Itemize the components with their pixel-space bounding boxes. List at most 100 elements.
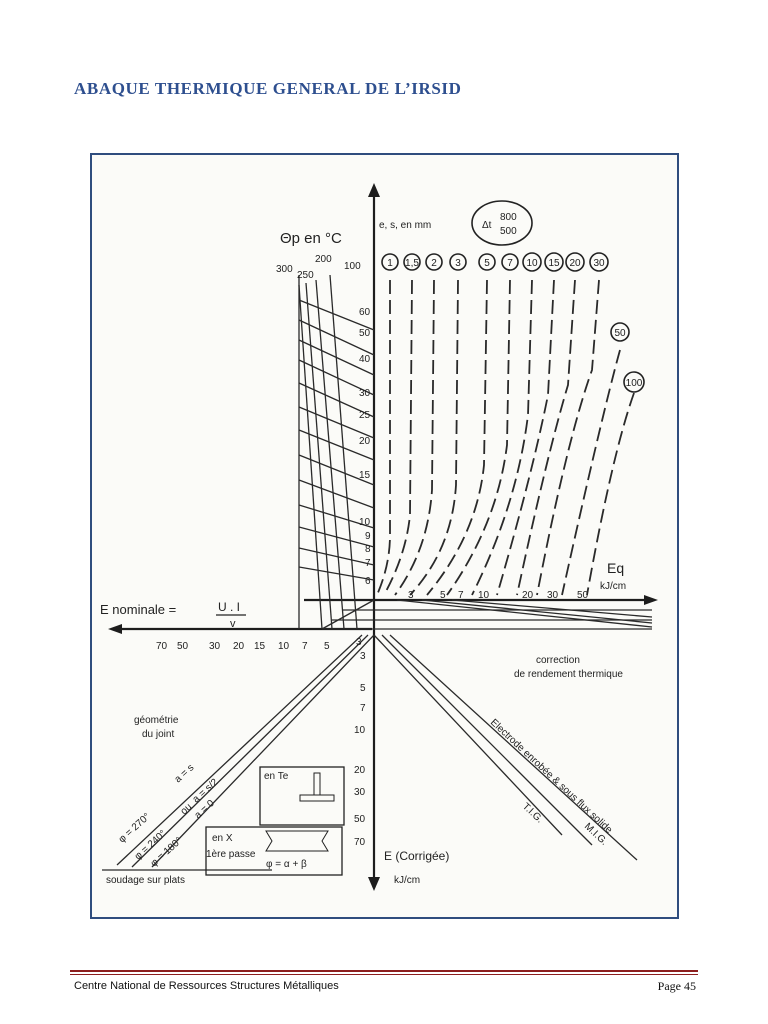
footer-rule-thin <box>70 974 698 975</box>
en-x-inset <box>205 826 343 876</box>
efficiency-band <box>321 599 653 630</box>
ecorr-tick: 20 <box>354 765 366 776</box>
axis-arrow-top <box>368 183 380 197</box>
thickness-circle-50 <box>610 322 630 342</box>
thickness-tick: 6 <box>365 576 371 587</box>
top-circles: 1 1,5 2 3 5 7 10 15 20 30 50 100 <box>381 252 645 393</box>
thickness-circle-label: 10 <box>526 258 538 269</box>
thickness-circle-label: 7 <box>507 258 513 269</box>
thickness-circle-9 <box>565 252 585 272</box>
geometry-line2: du joint <box>142 729 174 740</box>
thickness-tick: 40 <box>359 354 371 365</box>
theta-tick: 100 <box>344 261 361 272</box>
footer-organization: Centre National de Ressources Structures… <box>74 980 339 992</box>
thickness-circle-label: 2 <box>431 258 437 269</box>
thickness-circle-6 <box>501 253 519 271</box>
eq-unit: kJ/cm <box>600 581 626 592</box>
thickness-tick: 30 <box>359 388 371 399</box>
left-tick: 7 <box>302 641 308 652</box>
ecorr-tick: 30 <box>354 787 366 798</box>
delta-t-bottom: 500 <box>500 226 517 237</box>
left-ticks: 70 50 30 20 15 10 7 5 3 <box>156 637 362 652</box>
axis-arrow-bottom <box>368 877 380 891</box>
ecorr-unit: kJ/cm <box>394 875 420 886</box>
eq-label: Eq <box>607 560 624 576</box>
thickness-circle-label: 15 <box>548 258 560 269</box>
thickness-circle-label: 1 <box>387 258 393 269</box>
thickness-circle-label: 3 <box>455 258 461 269</box>
ecorr-tick: 3 <box>360 651 366 662</box>
eq-tick: 50 <box>577 590 589 601</box>
geometry-line1: géométrie <box>134 715 179 726</box>
left-tick: 50 <box>177 641 189 652</box>
footer-rule <box>70 970 698 972</box>
thickness-tick: 20 <box>359 436 371 447</box>
thickness-circle-1 <box>381 253 399 271</box>
enominale-label: E nominale = <box>100 602 176 617</box>
thickness-ticks: 60 50 40 30 25 20 15 10 9 8 7 6 <box>359 307 371 587</box>
thickness-circle-label: 5 <box>484 258 490 269</box>
ecorr-label: E (Corrigée) <box>384 849 449 863</box>
correction-line2: de rendement thermique <box>514 669 623 680</box>
thickness-tick: 9 <box>365 531 371 542</box>
thickness-circle-label: 100 <box>626 378 643 389</box>
en-x-pass-label: 1ère passe <box>206 849 256 860</box>
delta-t-circle <box>471 200 533 246</box>
te-joint-plate <box>299 794 335 802</box>
abaque-chart: Δt 800 500 1 1,5 2 3 5 7 10 15 20 30 50 … <box>100 183 658 891</box>
axis-arrow-right <box>644 595 658 605</box>
thickness-tick: 7 <box>365 558 371 569</box>
en-x-label: en X <box>212 833 233 844</box>
ecorr-tick: 50 <box>354 814 366 825</box>
thickness-circle-label: 30 <box>593 258 605 269</box>
axis-arrow-left <box>108 624 122 634</box>
left-tick: 5 <box>324 641 330 652</box>
thickness-circle-100 <box>623 371 645 393</box>
eq-tick: 7 <box>458 590 464 601</box>
en-te-inset <box>259 766 345 826</box>
process-tig-label: T.I.G. <box>520 801 545 825</box>
eq-ticks: 3 5 7 10 20 30 50 <box>408 590 589 601</box>
enominale-numerator: U . I <box>218 600 240 614</box>
thickness-circle-2 <box>403 253 421 271</box>
thickness-circle-7 <box>522 252 542 272</box>
ecorr-ticks: 3 5 7 10 20 30 50 70 <box>354 651 366 848</box>
delta-t-top: 800 <box>500 212 517 223</box>
left-tick: 15 <box>254 641 266 652</box>
enominale-denominator: v <box>230 618 236 630</box>
thickness-tick: 15 <box>359 470 371 481</box>
en-x-formula: φ = α + β <box>266 859 307 870</box>
left-tick: 70 <box>156 641 168 652</box>
eq-tick: 20 <box>522 590 534 601</box>
ecorr-tick: 70 <box>354 837 366 848</box>
thickness-circle-4 <box>449 253 467 271</box>
page-title: ABAQUE THERMIQUE GENERAL DE L’IRSID <box>74 79 462 98</box>
left-tick: 20 <box>233 641 245 652</box>
thickness-circle-label: 50 <box>614 328 626 339</box>
theta-tick: 300 <box>276 264 293 275</box>
thickness-circle-8 <box>544 252 564 272</box>
theta-tick: 200 <box>315 254 332 265</box>
left-tick: 10 <box>278 641 290 652</box>
thickness-circle-10 <box>589 252 609 272</box>
theta-ticks: 300 250 200 100 <box>276 254 361 281</box>
thickness-circle-5 <box>478 253 496 271</box>
thickness-tick: 50 <box>359 328 371 339</box>
left-tick: 3 <box>356 637 362 648</box>
left-tick: 30 <box>209 641 221 652</box>
thickness-curves <box>376 279 635 596</box>
te-joint-web <box>313 772 321 796</box>
thickness-circle-label: 1,5 <box>405 258 419 269</box>
thickness-circle-label: 20 <box>569 258 581 269</box>
thickness-tick: 60 <box>359 307 371 318</box>
preheat-lines <box>298 274 375 630</box>
ecorr-tick: 10 <box>354 725 366 736</box>
thickness-tick: 10 <box>359 517 371 528</box>
x-joint-shape <box>265 830 329 852</box>
theta-label: Θp en °C <box>280 230 342 247</box>
en-te-label: en Te <box>264 771 289 782</box>
eq-tick: 3 <box>408 590 414 601</box>
thickness-circle-3 <box>425 253 443 271</box>
thickness-tick: 25 <box>359 410 371 421</box>
eq-tick: 30 <box>547 590 559 601</box>
